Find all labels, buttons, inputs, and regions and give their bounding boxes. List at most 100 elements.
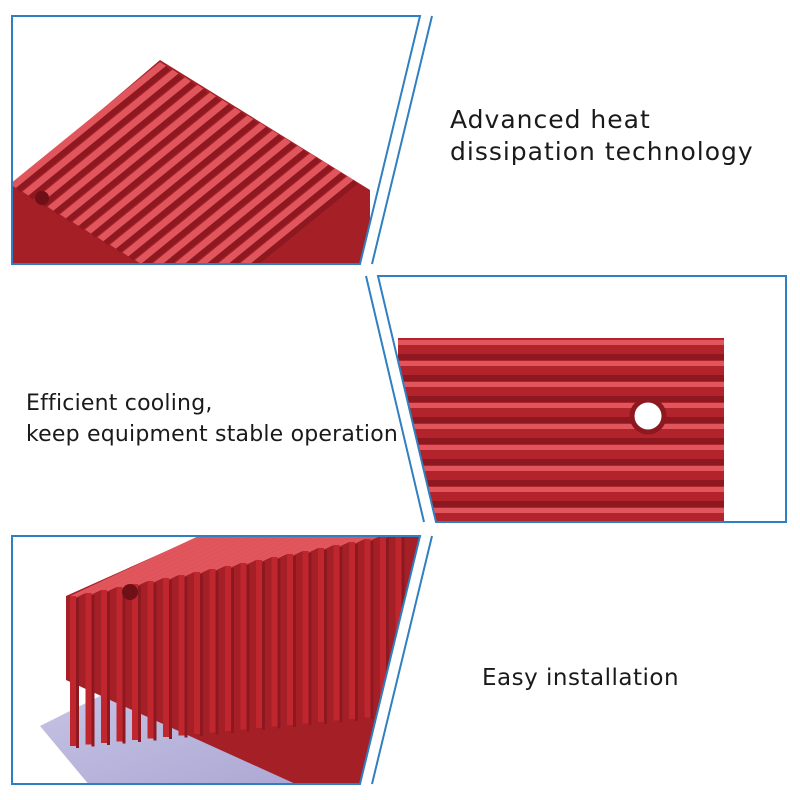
heatsink-fin — [197, 176, 354, 264]
heatsink-fin — [160, 153, 316, 264]
heatsink-fin — [398, 375, 724, 381]
heatsink-fin — [185, 168, 341, 264]
heatsink-fin — [122, 130, 279, 257]
heatsink-fin — [401, 536, 405, 717]
heatsink-fin — [398, 417, 724, 423]
heatsink-fin — [194, 572, 200, 734]
heatsink-fin — [225, 536, 380, 568]
heatsink-fin — [85, 107, 241, 234]
heatsink-fin — [66, 96, 220, 223]
heatsink-fin — [398, 508, 724, 513]
heatsink-fin — [166, 157, 320, 264]
heatsink-fin — [209, 536, 365, 571]
heatsink-fin — [16, 66, 170, 192]
heatsink-fin — [132, 536, 287, 586]
heatsink-fin — [72, 100, 229, 226]
heatsink-fin — [28, 73, 183, 200]
heatsink-fin — [398, 459, 724, 465]
heatsink-fin — [41, 81, 195, 208]
heatsink-fin — [203, 180, 358, 264]
heatsink-fin — [116, 587, 123, 742]
heatsink-corner-image — [11, 15, 433, 265]
heatsink-fin — [225, 566, 231, 731]
feature-caption-heat-dissipation: Advanced heat dissipation technology — [450, 104, 754, 168]
heatsink-fin — [271, 536, 420, 559]
heatsink-fin — [380, 536, 386, 716]
heatsink-fin — [287, 536, 420, 556]
heatsink-fin — [163, 536, 318, 580]
heatsink-fin — [398, 445, 724, 450]
heatsink-fin — [128, 134, 283, 261]
heatsink-fin — [47, 84, 204, 211]
heatsink-fin — [172, 160, 329, 264]
heatsink-fin — [147, 145, 304, 264]
heatsink-fin — [398, 438, 724, 444]
heatsink-fin — [178, 164, 333, 264]
heatsink-fin — [293, 556, 296, 727]
feature-caption-easy-installation: Easy installation — [482, 662, 679, 694]
heatsink-fin — [398, 424, 724, 429]
heatsink-fin — [101, 536, 256, 592]
heatsink-fin — [70, 536, 225, 598]
heatsink-closeup-image — [365, 275, 787, 523]
heatsink-fin — [91, 595, 95, 747]
heatsink-fin — [141, 142, 295, 264]
heatsink-fin — [101, 590, 107, 743]
heatsink-fin — [76, 598, 79, 748]
heatsink-fin — [386, 538, 389, 718]
heatsink-fin — [271, 557, 278, 727]
heatsink-fin — [138, 586, 141, 742]
heatsink-fin — [178, 536, 334, 577]
heatsink-fin — [364, 539, 371, 718]
heatsink-fin — [231, 568, 234, 733]
heatsink-fin — [256, 560, 262, 728]
heatsink-fin — [53, 88, 208, 215]
heatsink-fin — [147, 581, 154, 739]
heatsink-fin — [78, 104, 233, 230]
feature-panel-efficient-cooling: Efficient cooling, keep equipment stable… — [0, 270, 800, 530]
heatsink-fin — [398, 403, 724, 408]
heatsink-fin — [240, 563, 247, 730]
heatsink-fin — [12, 62, 166, 188]
heatsink-fin — [200, 574, 203, 736]
heatsink-fin — [349, 542, 355, 719]
heatsink-fin — [398, 466, 724, 471]
heatsink-fin — [169, 580, 172, 739]
heatsink-fin — [97, 115, 254, 242]
heatsink-fin — [256, 536, 411, 562]
heatsink-fin — [246, 565, 250, 732]
heatsink-fin — [209, 569, 216, 733]
heatsink-fin — [153, 149, 308, 264]
caption-line: Efficient cooling, — [26, 391, 213, 416]
heatsink-fin — [60, 92, 216, 219]
heatsink-fin — [22, 69, 179, 196]
heatsink-installation-image — [11, 535, 433, 785]
heatsink-fin — [398, 501, 724, 507]
heatsink-fin — [302, 551, 309, 724]
caption-line: keep equipment stable operation — [26, 422, 399, 447]
caption-line: Easy installation — [482, 665, 680, 691]
heatsink-fin — [318, 548, 324, 722]
heatsink-fin — [184, 577, 188, 738]
heatsink-fin — [194, 536, 349, 574]
heatsink-fin — [178, 575, 185, 736]
heatsink-fin — [132, 584, 138, 740]
heatsink-fin — [85, 593, 92, 745]
heatsink-fin — [355, 544, 358, 721]
heatsink-fin — [398, 361, 724, 366]
heatsink-fin — [324, 550, 327, 724]
heatsink-fin — [333, 545, 340, 721]
heatsink-fin — [339, 547, 343, 723]
heatsink-fin — [70, 596, 76, 746]
heatsink-fin — [398, 354, 724, 360]
heatsink-fin — [110, 122, 266, 249]
heatsink-fin — [398, 396, 724, 402]
feature-caption-efficient-cooling: Efficient cooling, keep equipment stable… — [26, 388, 398, 450]
heatsink-fin — [370, 541, 374, 720]
heatsink-fin — [147, 536, 303, 583]
caption-line: dissipation technology — [450, 137, 754, 166]
heatsink-fin — [163, 578, 169, 737]
heatsink-fin — [398, 487, 724, 492]
feature-panel-easy-installation: Easy installation — [0, 530, 800, 790]
heatsink-fin — [116, 126, 270, 253]
